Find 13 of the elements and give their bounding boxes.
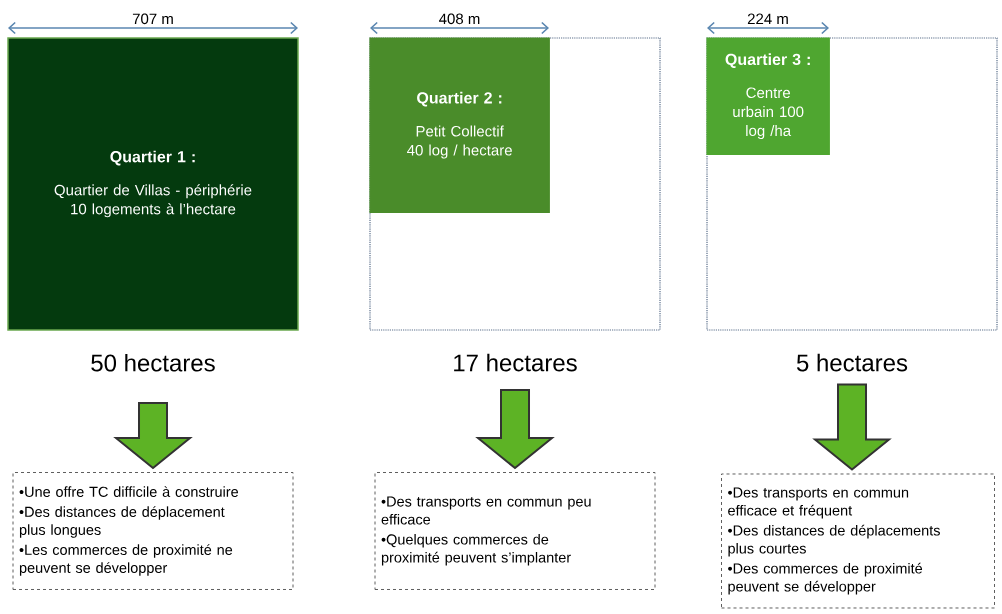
area-label: 50 hectares — [91, 353, 215, 372]
area-label: 5 hectares — [796, 353, 908, 372]
block-arrow — [812, 383, 892, 471]
area-label: 17 hectares — [454, 353, 577, 372]
summary-box: •Des transports en commun peu efficace •Quelques commerces de proximité peuvent s’implanter — [374, 472, 656, 590]
dimension-label: 224 m — [747, 13, 788, 24]
district-square: Quartier 3 : Centre urbain 100 log /ha — [706, 37, 830, 155]
district-square: Quartier 2 : Petit Collectif 40 log / hectare — [369, 37, 550, 213]
summary-box: •Une offre TC difficile à construire •Des distances de déplacement plus longues •Les commerces de proximité ne peuvent se développer — [12, 472, 294, 590]
summary-box: •Des transports en commun efficace et fréquent •Des distances de déplacements plus courtes •Des commerces de proximité peuvent se développer — [721, 473, 995, 609]
block-arrow — [113, 402, 193, 470]
district-square: Quartier 1 : Quartier de Villas - périphérie 10 logements à l’hectare — [7, 37, 299, 331]
block-arrow — [475, 389, 555, 470]
